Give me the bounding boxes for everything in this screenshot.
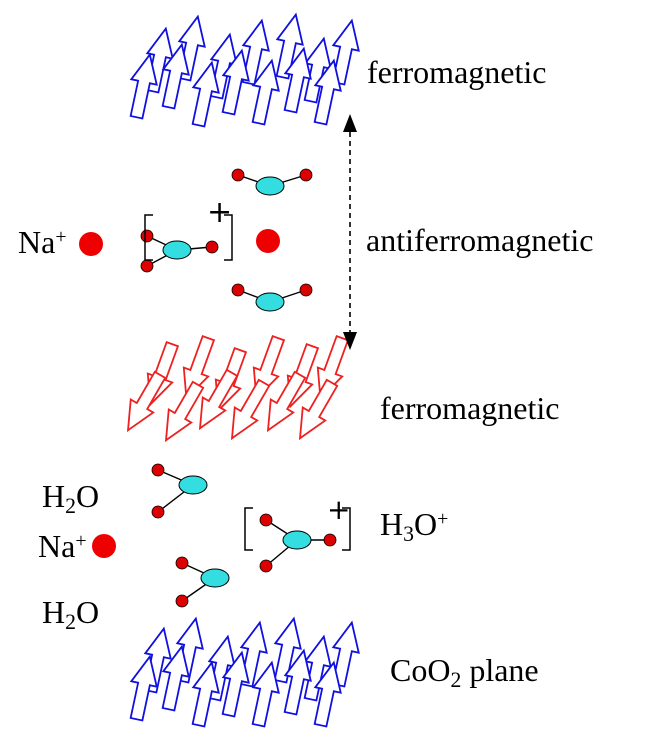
lower-complex-charge: + — [327, 493, 351, 526]
oxygen-atom — [299, 168, 313, 182]
oxygen-atom — [259, 513, 273, 527]
oxygen-atom — [259, 559, 273, 573]
middle-ferromagnetic-spin-layer — [115, 332, 356, 448]
label-antiferromagnetic: antiferromagnetic — [366, 222, 594, 258]
upper-complex-charge: + — [207, 195, 233, 230]
center-atom — [282, 530, 312, 550]
label-ferromagnetic-middle: ferromagnetic — [380, 390, 560, 426]
ball-and-stick-molecule-icon — [231, 168, 313, 196]
center-atom — [162, 240, 192, 260]
oxygen-atom — [231, 283, 245, 297]
sodium-ion-lower — [92, 534, 116, 558]
center-atom — [255, 176, 285, 196]
oxygen-atom — [151, 505, 165, 519]
oxygen-atom — [151, 463, 165, 477]
ball-and-stick-molecule-icon — [140, 229, 219, 273]
center-atom — [178, 475, 208, 495]
top-ferromagnetic-spin-layer — [122, 11, 366, 129]
coo2-plane-spin-layer — [122, 615, 366, 729]
sodium-ion-upper — [79, 232, 103, 256]
label-water-upper: H2O — [42, 478, 100, 519]
lower-complex-bracket — [244, 507, 351, 551]
ball-and-stick-molecule-icon — [231, 283, 313, 312]
oxygen-atom — [140, 229, 154, 243]
ball-and-stick-molecule-icon — [259, 513, 337, 573]
label-coo2-plane: CoO2 plane — [390, 652, 539, 693]
oxygen-atom — [175, 556, 189, 570]
center-atom — [200, 568, 230, 588]
oxygen-atom — [323, 533, 337, 547]
oxygen-atom — [231, 168, 245, 182]
label-water-lower: H2O — [42, 594, 100, 635]
label-sodium-upper: Na+ — [18, 224, 67, 260]
upper-complex-bracket — [144, 214, 233, 261]
label-ferromagnetic-top: ferromagnetic — [367, 54, 547, 90]
label-hydronium: H3O+ — [380, 506, 449, 547]
hollow-arrow-down-icon — [115, 367, 173, 438]
oxygen-atom — [299, 283, 313, 297]
oxygen-atom — [175, 594, 189, 608]
oxygen-atom — [140, 259, 154, 273]
molecules-layer — [140, 168, 337, 608]
interlayer-coupling-arrow — [343, 114, 357, 350]
ball-and-stick-molecule-icon — [151, 463, 208, 519]
label-sodium-lower: Na+ — [38, 528, 87, 564]
oxygen-atom — [205, 240, 219, 254]
sodium-ion-upper-right — [256, 229, 280, 253]
center-atom — [255, 292, 285, 312]
ball-and-stick-molecule-icon — [175, 556, 230, 608]
